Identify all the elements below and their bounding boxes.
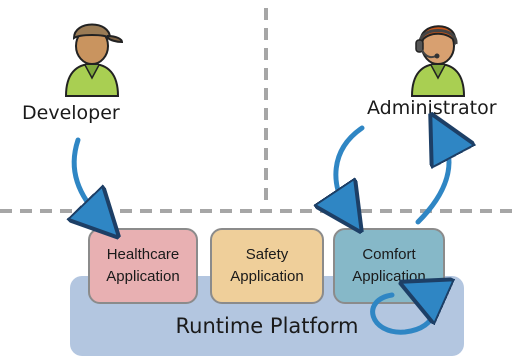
healthcare-application: Healthcare Application [88, 228, 198, 304]
deploy-arrow [74, 137, 102, 220]
self-loop-arrow [370, 292, 434, 335]
comfort-application-line1: Comfort [362, 246, 416, 263]
person-with-headset-icon [410, 25, 466, 97]
developer-label: Developer [22, 102, 120, 124]
safety-application-line1: Safety [245, 246, 289, 263]
report-arrow-up [415, 135, 449, 225]
healthcare-application-line2: Application [106, 268, 180, 285]
healthcare-application-line1: Healthcare [106, 246, 180, 263]
person-with-cap-icon [64, 23, 124, 97]
safety-application-line2: Application [230, 268, 304, 285]
runtime-platform-label: Runtime Platform [175, 314, 359, 338]
manage-arrow-down [336, 125, 365, 212]
safety-application: Safety Application [210, 228, 324, 304]
